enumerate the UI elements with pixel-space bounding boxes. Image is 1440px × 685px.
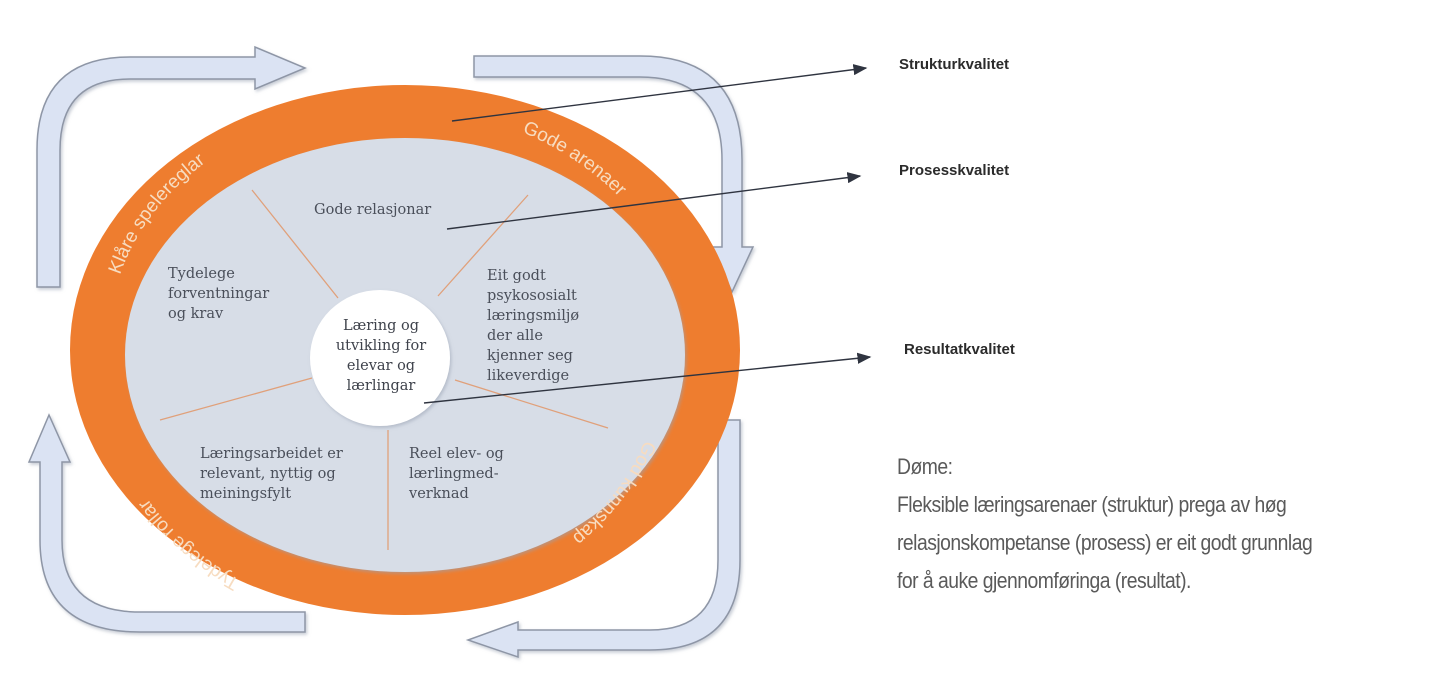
segment-line: relevant, nyttig og bbox=[200, 466, 336, 482]
center-line: lærlingar bbox=[347, 378, 416, 394]
label-process-quality: Prosesskvalitet bbox=[899, 162, 1009, 179]
example-line: Fleksible læringsarenaer (struktur) preg… bbox=[897, 492, 1287, 517]
segment-line: Reel elev- og bbox=[409, 446, 504, 462]
segment-bottom-right: Reel elev- og lærlingmed- verknad bbox=[408, 446, 504, 502]
segment-line: lærlingmed- bbox=[409, 466, 499, 482]
label-structure-quality: Strukturkvalitet bbox=[899, 56, 1009, 73]
pointer-structure bbox=[451, 64, 868, 122]
segment-line: Tydelege bbox=[168, 266, 235, 282]
segment-dividers bbox=[159, 189, 609, 550]
segment-right: Eit godt psykososialt læringsmiljø der a… bbox=[487, 268, 579, 384]
pointer-process bbox=[446, 172, 862, 230]
center-label: Læring og utvikling for elevar og lærlin… bbox=[336, 318, 426, 394]
cycle-arrow-top-left bbox=[36, 45, 307, 288]
segment-line: Læringsarbeidet er bbox=[200, 446, 343, 462]
segment-top: Gode relasjonar bbox=[314, 202, 431, 218]
center-line: elevar og bbox=[347, 358, 415, 374]
example-heading: Døme: bbox=[897, 454, 953, 479]
example-line: for å auke gjennomføringa (resultat). bbox=[897, 568, 1191, 593]
segment-line: psykososialt bbox=[487, 288, 577, 304]
segment-left: Tydelege forventningar og krav bbox=[168, 266, 269, 322]
center-circle bbox=[310, 290, 450, 426]
cycle-arrows bbox=[27, 45, 755, 659]
segment-line: der alle bbox=[487, 328, 543, 344]
pointer-lines bbox=[423, 64, 872, 404]
segment-bottom-left: Læringsarbeidet er relevant, nyttig og m… bbox=[200, 446, 343, 502]
center-line: Læring og bbox=[343, 318, 419, 334]
label-result-quality: Resultatkvalitet bbox=[904, 341, 1015, 358]
segment-line: likeverdige bbox=[487, 368, 569, 384]
segment-line: kjenner seg bbox=[487, 348, 573, 364]
segment-line: verknad bbox=[408, 486, 469, 502]
example-text: Døme: Fleksible læringsarenaer (struktur… bbox=[897, 448, 1361, 600]
segment-line: meiningsfylt bbox=[200, 486, 291, 502]
segment-line: og krav bbox=[168, 306, 224, 322]
segment-line: Gode relasjonar bbox=[314, 202, 431, 218]
segment-line: Eit godt bbox=[487, 268, 546, 284]
cycle-arrow-bottom-left bbox=[27, 413, 306, 633]
example-line: relasjonskompetanse (prosess) er eit god… bbox=[897, 530, 1313, 555]
center-line: utvikling for bbox=[336, 338, 426, 354]
cycle-arrow-top-right bbox=[473, 55, 755, 294]
segment-line: læringsmiljø bbox=[487, 308, 579, 324]
pointer-result bbox=[423, 352, 872, 404]
segment-line: forventningar bbox=[168, 286, 269, 302]
cycle-arrow-bottom-right bbox=[465, 419, 741, 659]
